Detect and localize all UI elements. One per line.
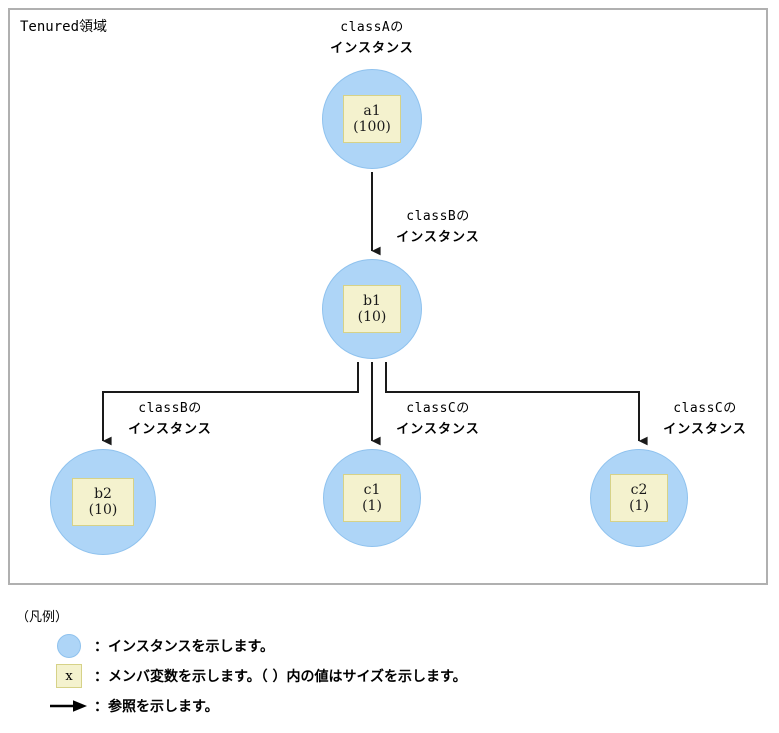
member-box-b1: b1 (10): [343, 285, 401, 333]
member-box-b2: b2 (10): [72, 478, 134, 526]
member-box-c2: c2 (1): [610, 474, 668, 522]
legend-item-reference: ：参照を示します。: [48, 692, 219, 720]
instance-node-b1[interactable]: b1 (10): [322, 259, 422, 359]
edge-label-classB-b2: classBの インスタンス: [128, 401, 212, 437]
edge-label-classC-c2: classCの インスタンス: [663, 401, 747, 437]
edge-label-classA: classAの インスタンス: [330, 20, 414, 56]
legend-item-member-variable-label: ：メンバ変数を示します。（ ）内の値はサイズを示します。: [94, 669, 467, 685]
legend-title: （凡例）: [16, 610, 69, 625]
instance-node-b2[interactable]: b2 (10): [50, 449, 156, 555]
legend: （凡例） ：インスタンスを示します。 x ：メンバ変数を示します。（ ）内の値は…: [8, 600, 768, 730]
member-box-c1: c1 (1): [343, 474, 401, 522]
edge-label-classB-b1: classBの インスタンス: [396, 209, 480, 245]
legend-item-member-variable: x ：メンバ変数を示します。（ ）内の値はサイズを示します。: [48, 662, 467, 690]
reference-arrow-icon: [48, 699, 90, 713]
instance-node-a1[interactable]: a1 (100): [322, 69, 422, 169]
instance-node-c1[interactable]: c1 (1): [323, 449, 421, 547]
member-box-a1: a1 (100): [343, 95, 401, 143]
legend-item-instance: ：インスタンスを示します。: [48, 632, 274, 660]
instance-node-c2[interactable]: c2 (1): [590, 449, 688, 547]
member-variable-box-icon-text: x: [56, 664, 82, 688]
legend-item-instance-label: ：インスタンスを示します。: [94, 639, 275, 655]
member-variable-box-icon: x: [48, 664, 90, 688]
tenured-region-title: Tenured領域: [20, 19, 108, 35]
instance-circle-icon: [48, 634, 90, 658]
legend-item-reference-label: ：参照を示します。: [94, 699, 219, 715]
edge-label-classC-c1: classCの インスタンス: [396, 401, 480, 437]
